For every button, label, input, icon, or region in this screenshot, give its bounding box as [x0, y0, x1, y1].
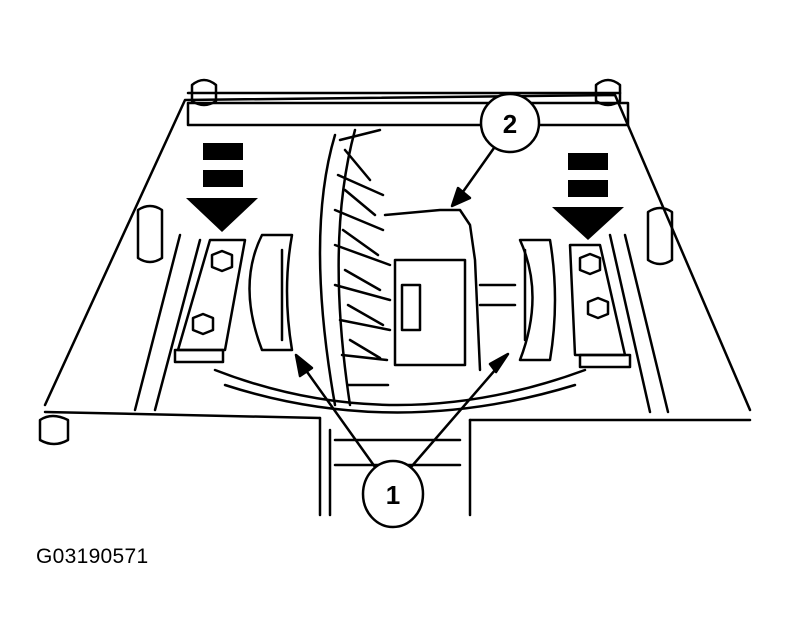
stud-bolts [38, 78, 674, 446]
callout-1-label: 1 [386, 480, 400, 510]
ring-gear [318, 128, 392, 407]
left-bearing-cap [173, 233, 294, 364]
callout-2-label: 2 [503, 109, 517, 139]
differential-case [213, 208, 587, 414]
press-arrow-right [552, 153, 624, 240]
carrier-housing [43, 93, 752, 517]
top-crossbar [186, 91, 630, 127]
callout-1: 1 [294, 352, 510, 529]
press-arrow-left [186, 143, 258, 232]
housing-rails [133, 233, 670, 414]
figure-id-label: G03190571 [36, 545, 149, 568]
right-bearing-cap [518, 238, 632, 369]
callout-2: 2 [450, 92, 541, 208]
